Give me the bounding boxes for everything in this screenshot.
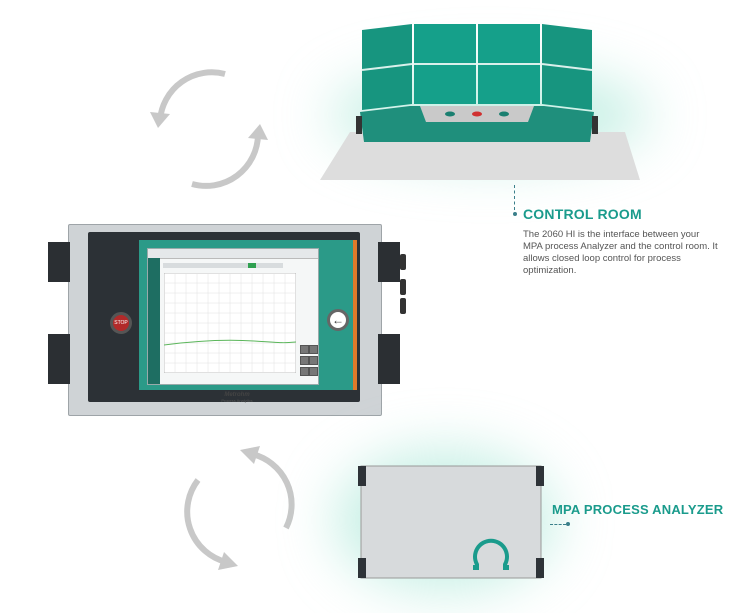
brand-label: Metrohm	[224, 392, 250, 398]
cycle-arrows-bottom-icon	[184, 446, 295, 570]
control-room-description: The 2060 HI is the interface between you…	[523, 229, 718, 276]
control-desk	[360, 106, 594, 142]
model-label: Process Analytics	[221, 398, 253, 403]
analyzer-title: MPA PROCESS ANALYZER	[552, 502, 724, 517]
control-room-title: CONTROL ROOM	[523, 206, 642, 222]
screen-plot	[164, 273, 296, 373]
analyzer-connector	[550, 524, 566, 525]
connector-dot	[513, 212, 517, 216]
cycle-arrows-top-icon	[150, 69, 268, 189]
control-room-connector	[514, 185, 515, 210]
stop-button[interactable]: STOP	[110, 312, 132, 334]
status-strip	[353, 240, 357, 390]
arrow-left-icon: ←	[332, 313, 344, 327]
analyzer-connector-dot	[566, 522, 570, 526]
control-room-illustration	[320, 24, 640, 180]
process-analyzer-illustration	[358, 465, 544, 579]
touch-screen[interactable]	[147, 248, 319, 385]
device-logo: Metrohm Process Analytics	[212, 392, 262, 403]
device-bracket-right	[378, 242, 400, 282]
enter-button[interactable]: ←	[327, 309, 349, 331]
human-interface-device: STOP ← Metrohm Process Analytics	[40, 224, 406, 416]
control-room-floor	[320, 132, 640, 180]
device-bracket-left	[48, 242, 70, 282]
omega-logo-icon	[473, 538, 509, 570]
